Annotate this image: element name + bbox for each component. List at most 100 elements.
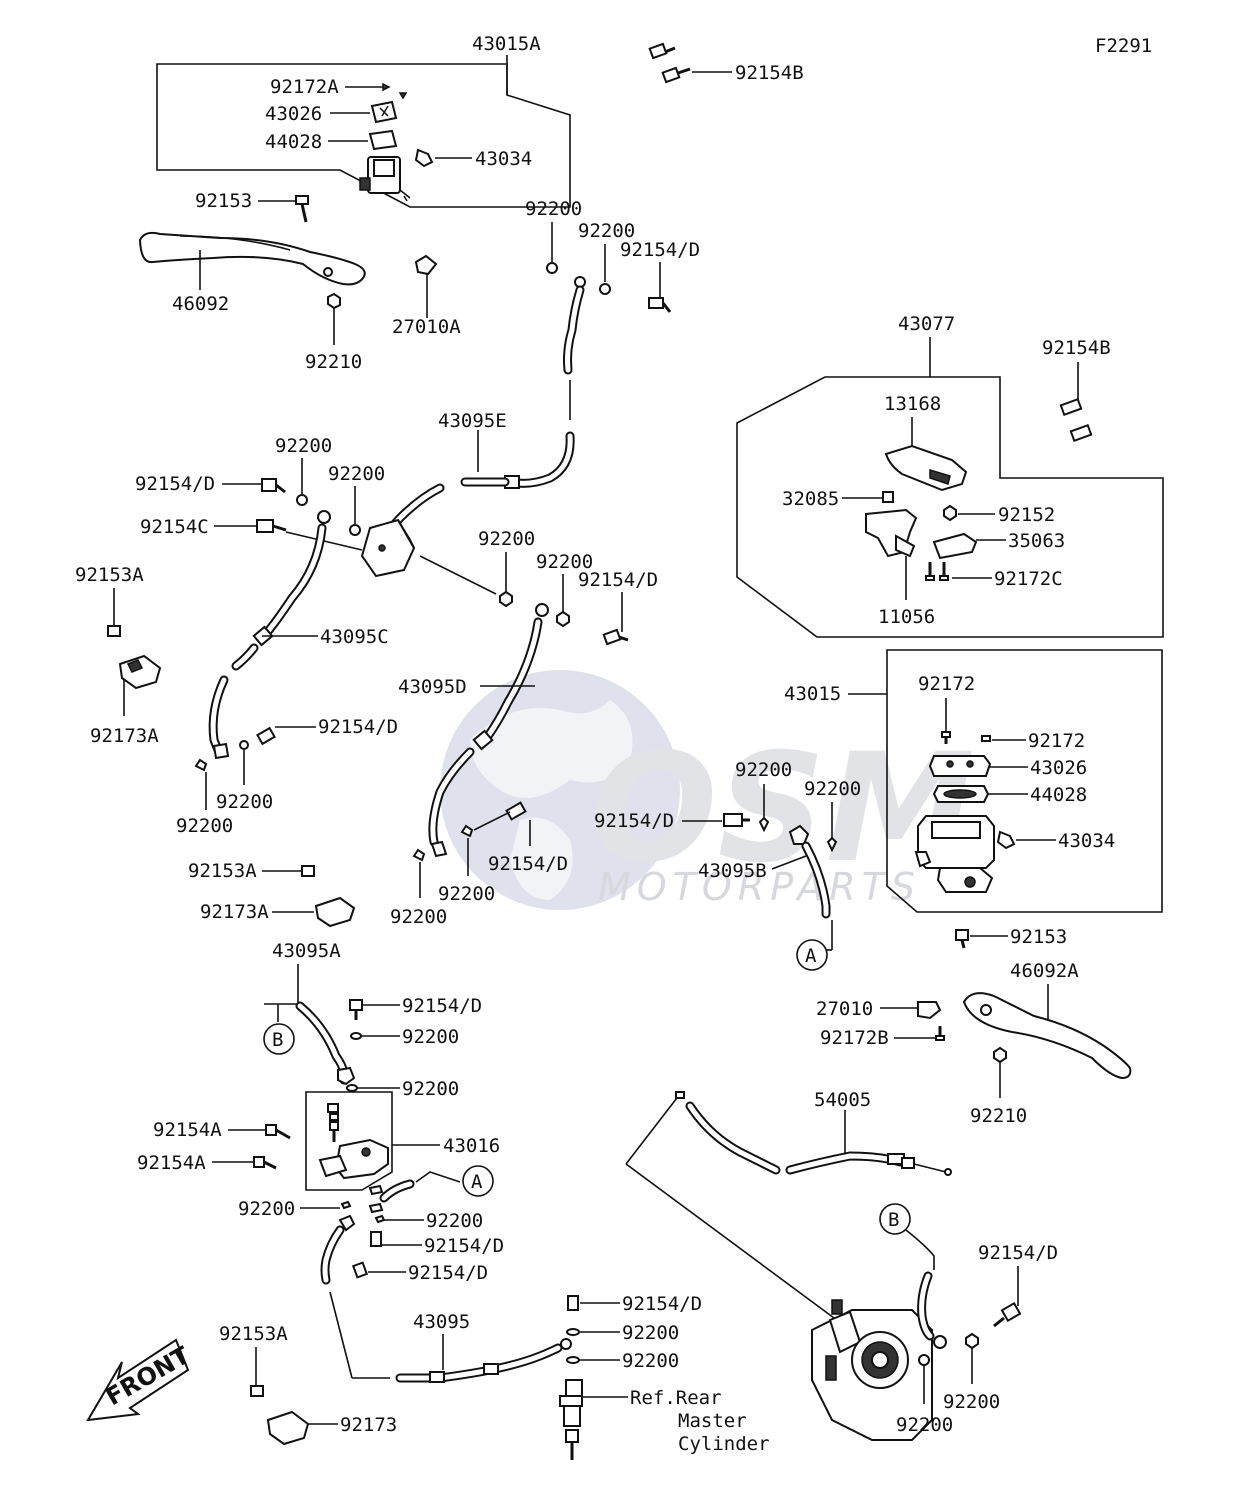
label-92200-p: 92200 bbox=[426, 1210, 483, 1232]
label-46092A: 46092A bbox=[1010, 960, 1079, 982]
label-43095D: 43095D bbox=[398, 676, 467, 698]
watermark: OSM MOTORPARTS bbox=[440, 670, 975, 910]
label-92210-right: 92210 bbox=[970, 1105, 1027, 1127]
label-92200-s: 92200 bbox=[896, 1414, 953, 1436]
label-92153A-a: 92153A bbox=[75, 564, 144, 586]
label-92200-e: 92200 bbox=[216, 791, 273, 813]
label-92153-right: 92153 bbox=[1010, 926, 1067, 948]
watermark-sub: MOTORPARTS bbox=[598, 865, 921, 909]
label-43077: 43077 bbox=[898, 313, 955, 335]
label-43095A: 43095A bbox=[272, 940, 341, 962]
assembly-43016: 43016 bbox=[305, 1091, 500, 1191]
label-13168: 13168 bbox=[884, 393, 941, 415]
label-92154D-a: 92154/D bbox=[620, 239, 700, 261]
label-54005: 54005 bbox=[814, 1089, 871, 1111]
ref-line1: Ref.Rear bbox=[630, 1387, 722, 1409]
bleeder-92154D-mid: 92154/D 92200 92200 bbox=[390, 801, 568, 928]
hose-43095B: 92200 92200 92154/D 43095B A bbox=[594, 759, 861, 971]
clamp-lower: 92153A 92173 bbox=[219, 1323, 397, 1446]
rear-master-cylinder: 92154/D 92200 92200 Ref.Rear Master Cyli… bbox=[559, 1293, 770, 1460]
label-92153A-c: 92153A bbox=[219, 1323, 288, 1345]
clamp-left-lower: 92153A 92173A bbox=[188, 860, 356, 928]
label-92210-left: 92210 bbox=[305, 351, 362, 373]
label-92200-t: 92200 bbox=[943, 1391, 1000, 1413]
label-92154D-k: 92154/D bbox=[978, 1242, 1058, 1264]
label-92200-g: 92200 bbox=[478, 528, 535, 550]
label-92154D-i: 92154/D bbox=[408, 1262, 488, 1284]
label-43095: 43095 bbox=[413, 1311, 470, 1333]
callout-B-right: B bbox=[888, 1209, 899, 1231]
label-92154C: 92154C bbox=[140, 516, 209, 538]
label-92154B-top: 92154B bbox=[735, 62, 804, 84]
lever-46092A-group: 92153 46092A 27010 92172B 92210 bbox=[816, 926, 1132, 1127]
callout-B-left: B bbox=[272, 1029, 283, 1051]
label-92172B: 92172B bbox=[820, 1027, 889, 1049]
label-43095B: 43095B bbox=[698, 860, 767, 882]
part-27010A: 27010A bbox=[392, 254, 461, 338]
label-92154D-j: 92154/D bbox=[622, 1293, 702, 1315]
ref-line2: Master bbox=[678, 1410, 747, 1432]
label-92152: 92152 bbox=[998, 504, 1055, 526]
label-43026-top: 43026 bbox=[265, 103, 322, 125]
reservoir-top bbox=[359, 156, 411, 202]
label-92200-q: 92200 bbox=[622, 1322, 679, 1344]
hose-43095E-upper: 92200 92200 92154/D 43095E bbox=[383, 198, 700, 543]
label-92200-o: 92200 bbox=[238, 1198, 295, 1220]
label-92173A-b: 92173A bbox=[200, 901, 269, 923]
figure-code: F2291 bbox=[1095, 35, 1152, 57]
label-92200-b: 92200 bbox=[578, 220, 635, 242]
label-92172A: 92172A bbox=[270, 76, 339, 98]
front-arrow: FRONT bbox=[86, 1338, 195, 1422]
label-92154A-b: 92154A bbox=[137, 1152, 206, 1174]
label-92172-b: 92172 bbox=[1028, 730, 1085, 752]
label-92172C: 92172C bbox=[994, 568, 1063, 590]
label-92200-l: 92200 bbox=[804, 778, 861, 800]
label-43095E: 43095E bbox=[438, 410, 507, 432]
label-27010A: 27010A bbox=[392, 316, 461, 338]
hose-43095: 43095 bbox=[395, 1311, 572, 1383]
label-92154D-f: 92154/D bbox=[594, 810, 674, 832]
label-92154D-c: 92154/D bbox=[318, 716, 398, 738]
label-92154D-b: 92154/D bbox=[135, 473, 215, 495]
label-92154A-a: 92154A bbox=[153, 1119, 222, 1141]
label-11056: 11056 bbox=[878, 606, 935, 628]
label-92172-a: 92172 bbox=[918, 673, 975, 695]
label-92154D-e: 92154/D bbox=[488, 853, 568, 875]
label-92153A-b: 92153A bbox=[188, 860, 257, 882]
label-92200-r: 92200 bbox=[622, 1350, 679, 1372]
callout-A-left: A bbox=[471, 1171, 483, 1193]
lever-46092-group: 92153 46092 92210 bbox=[138, 190, 366, 373]
label-92200-i: 92200 bbox=[438, 883, 495, 905]
label-92154D-h: 92154/D bbox=[424, 1235, 504, 1257]
label-43034-right: 43034 bbox=[1058, 830, 1115, 852]
assembly-43015: 43015 92172 92172 43026 44028 43034 bbox=[784, 649, 1163, 913]
label-92200-d: 92200 bbox=[328, 463, 385, 485]
label-44028-right: 44028 bbox=[1030, 784, 1087, 806]
label-46092: 46092 bbox=[172, 293, 229, 315]
label-27010: 27010 bbox=[816, 998, 873, 1020]
ref-line3: Cylinder bbox=[678, 1433, 770, 1455]
label-92173A-a: 92173A bbox=[90, 725, 159, 747]
hose-B-right: B 92200 92154/D 92200 bbox=[879, 1203, 1058, 1436]
label-92200-h: 92200 bbox=[536, 551, 593, 573]
clamp-left-upper: 92153A 92173A bbox=[75, 564, 162, 747]
label-92200-f: 92200 bbox=[176, 815, 233, 837]
label-43034-top: 43034 bbox=[475, 148, 532, 170]
label-43016: 43016 bbox=[443, 1135, 500, 1157]
label-92200-a: 92200 bbox=[525, 198, 582, 220]
label-43026-right: 43026 bbox=[1030, 757, 1087, 779]
hose-43095A: 43095A B 92154/D 92200 92200 bbox=[263, 940, 482, 1100]
label-35063: 35063 bbox=[1008, 530, 1065, 552]
caliper-assembly bbox=[811, 1299, 933, 1441]
three-way-joint: 92200 92200 bbox=[275, 435, 497, 595]
assembly-43015A: 43015A 92172A 43026 44028 43034 bbox=[156, 33, 571, 208]
label-92200-n: 92200 bbox=[402, 1078, 459, 1100]
assembly-43077: 43077 13168 32085 11056 92152 35063 9217… bbox=[736, 313, 1164, 638]
watermark-brand: OSM bbox=[590, 722, 975, 896]
label-92154B-right: 92154B bbox=[1042, 337, 1111, 359]
label-92200-m: 92200 bbox=[402, 1026, 459, 1048]
label-43015A: 43015A bbox=[472, 33, 541, 55]
label-32085: 32085 bbox=[782, 488, 839, 510]
label-92154D-d: 92154/D bbox=[578, 569, 658, 591]
